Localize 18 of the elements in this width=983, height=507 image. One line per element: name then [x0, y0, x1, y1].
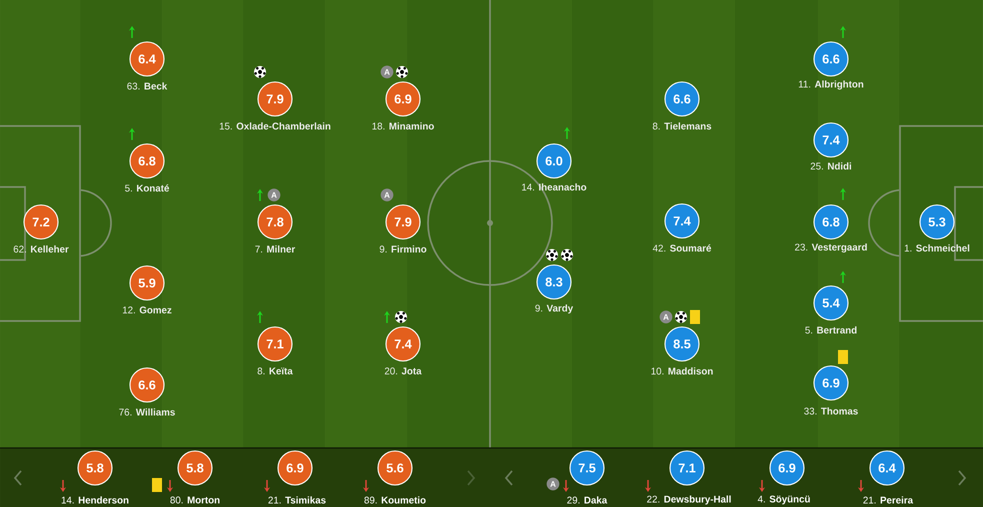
player-name: 21. Tsimikas [268, 496, 326, 504]
player-name: 14. Henderson [62, 496, 128, 504]
player-name: 25. Ndidi [810, 162, 852, 170]
player-name: 89. Koumetio [364, 496, 426, 504]
player-name: 21. Pereira [863, 496, 914, 504]
player-name: 80. Morton [170, 496, 220, 504]
player-name: 33. Thomas [804, 407, 858, 415]
player-name: 29. Daka [567, 496, 608, 504]
player-name: 63. Beck [127, 82, 168, 90]
assist-badge: A [546, 478, 560, 490]
player-name: 62. Kelleher [14, 245, 69, 253]
player-name: 5. Bertrand [805, 326, 856, 334]
player-name: 76. Williams [119, 408, 175, 416]
player-name: 4. Söyüncü [758, 496, 810, 504]
player-name: 22. Dewsbury-Hall [647, 495, 731, 505]
player-name: 5. Konaté [125, 184, 170, 192]
player-name: 1. Schmeichel [904, 244, 970, 252]
player-name: 12. Gomez [122, 306, 172, 314]
